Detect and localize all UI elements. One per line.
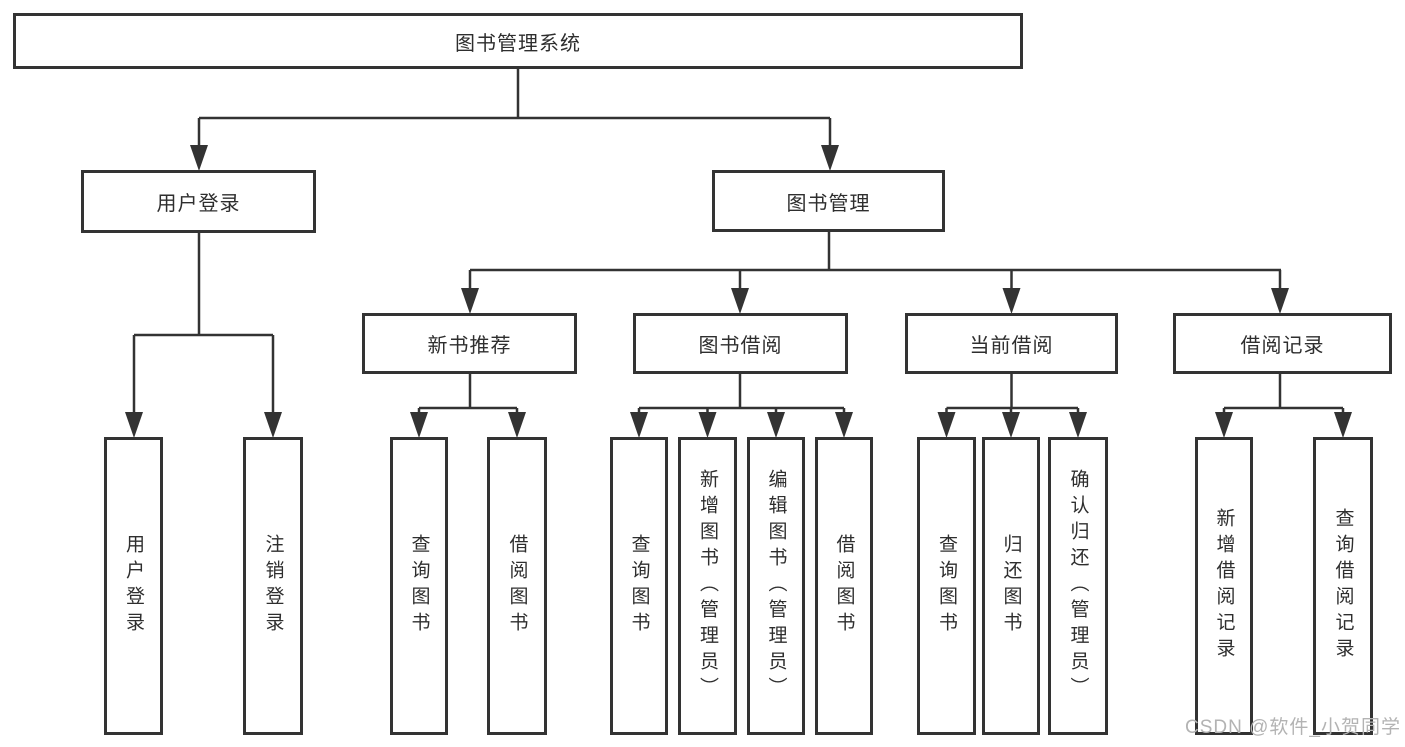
node-root: 图书管理系统 (13, 13, 1023, 69)
node-user-login: 用户登录 (81, 170, 316, 233)
leaf-user-login-label: 用户登录 (123, 534, 144, 638)
leaf-return-book: 归还图书 (982, 437, 1040, 735)
leaf-add-borrow-record-label: 新增借阅记录 (1213, 508, 1235, 664)
node-root-label: 图书管理系统 (455, 32, 581, 55)
leaf-query-books-current-label: 查询图书 (936, 534, 957, 638)
leaf-query-borrow-record-label: 查询借阅记录 (1332, 508, 1354, 664)
leaf-borrow-books: 借阅图书 (815, 437, 873, 735)
node-book-management-label: 图书管理 (786, 192, 871, 215)
node-book-borrow-label: 图书借阅 (698, 335, 783, 357)
node-borrow-records: 借阅记录 (1173, 313, 1392, 374)
node-book-management: 图书管理 (712, 170, 945, 232)
leaf-query-books-recommend-label: 查询图书 (408, 534, 430, 638)
leaf-query-books-borrow: 查询图书 (610, 437, 668, 735)
node-current-borrow: 当前借阅 (905, 313, 1118, 374)
node-current-borrow-label: 当前借阅 (969, 335, 1054, 357)
leaf-edit-book-admin-label: 编辑图书（管理员） (765, 469, 787, 703)
leaf-borrow-books-label: 借阅图书 (833, 534, 855, 638)
leaf-confirm-return-admin-label: 确认归还（管理员） (1067, 469, 1089, 703)
node-new-book-recommend-label: 新书推荐 (427, 335, 512, 357)
leaf-query-books-current: 查询图书 (917, 437, 976, 735)
leaf-query-books-borrow-label: 查询图书 (628, 534, 650, 638)
node-borrow-records-label: 借阅记录 (1240, 335, 1325, 357)
leaf-add-borrow-record: 新增借阅记录 (1195, 437, 1253, 735)
leaf-add-book-admin: 新增图书（管理员） (678, 437, 737, 735)
leaf-add-book-admin-label: 新增图书（管理员） (697, 469, 718, 703)
leaf-query-borrow-record: 查询借阅记录 (1313, 437, 1373, 735)
leaf-query-books-recommend: 查询图书 (390, 437, 448, 735)
leaf-edit-book-admin: 编辑图书（管理员） (747, 437, 805, 735)
node-new-book-recommend: 新书推荐 (362, 313, 577, 374)
leaf-borrow-books-recommend: 借阅图书 (487, 437, 547, 735)
csdn-watermark: CSDN @软件_小贺同学 (1185, 717, 1401, 738)
node-user-login-label: 用户登录 (156, 193, 241, 215)
leaf-borrow-books-recommend-label: 借阅图书 (506, 534, 528, 638)
leaf-logout: 注销登录 (243, 437, 303, 735)
leaf-confirm-return-admin: 确认归还（管理员） (1048, 437, 1108, 735)
leaf-return-book-label: 归还图书 (1000, 534, 1022, 638)
node-book-borrow: 图书借阅 (633, 313, 848, 374)
leaf-user-login: 用户登录 (104, 437, 163, 735)
leaf-logout-label: 注销登录 (262, 534, 284, 638)
